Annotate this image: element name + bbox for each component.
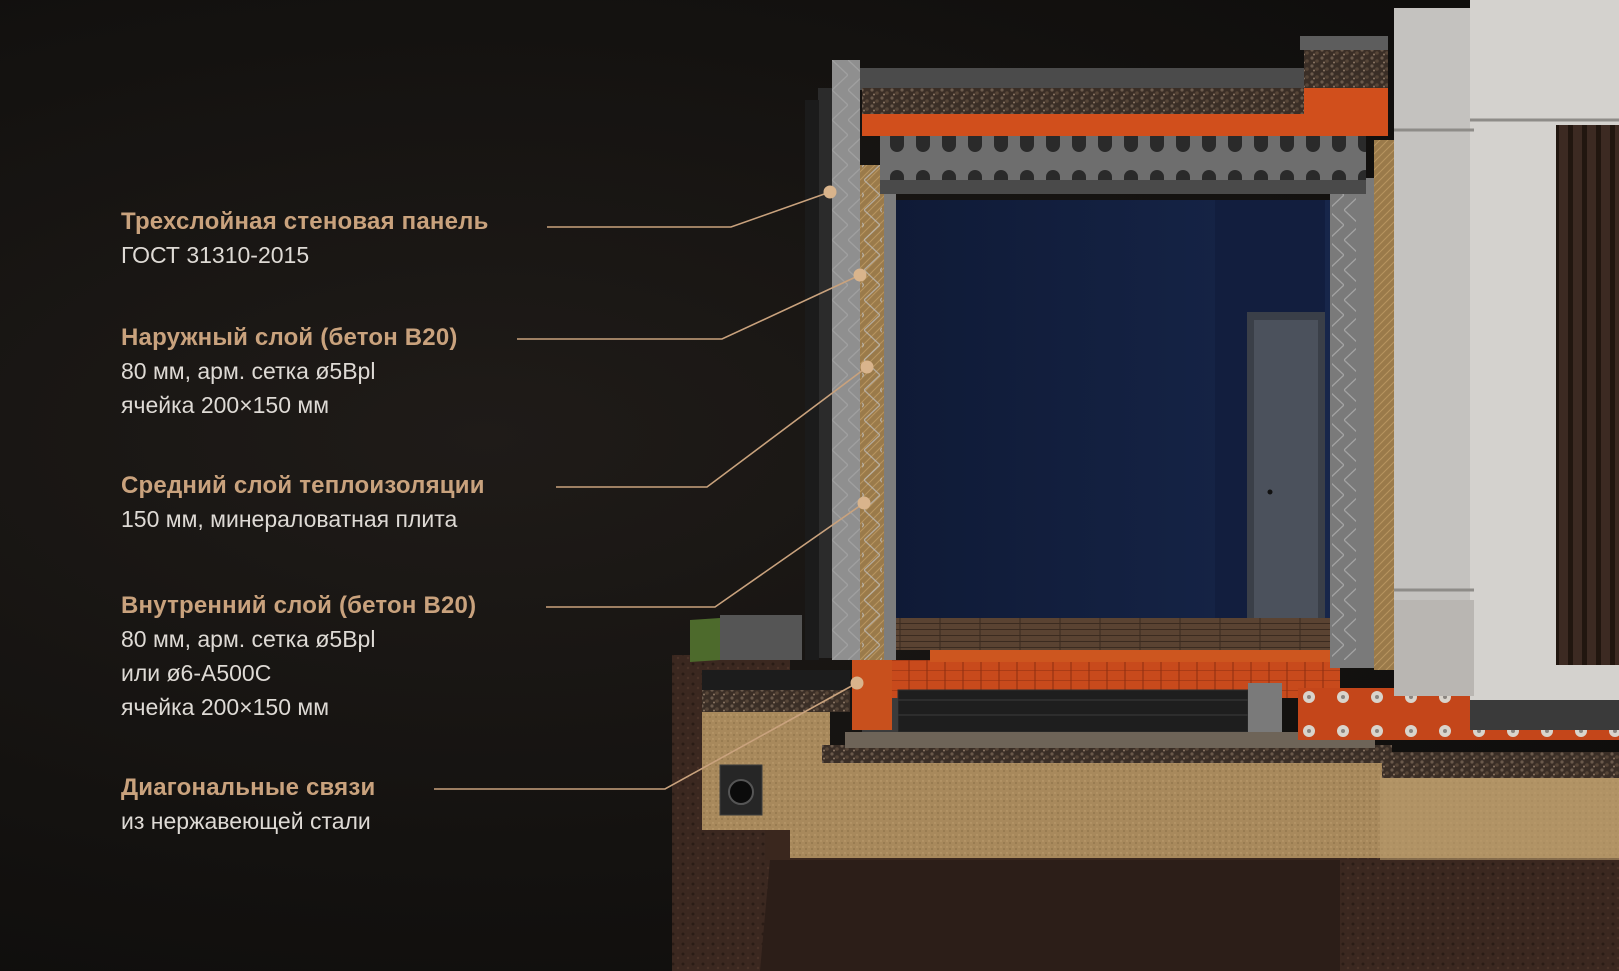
callout-detail: ячейка 200×150 мм	[121, 690, 476, 724]
inner-concrete-layer	[884, 190, 896, 660]
callout-inner-layer: Внутренний слой (бетон B20) 80 мм, арм. …	[121, 590, 476, 724]
callout-title: Наружный слой (бетон B20)	[121, 322, 458, 354]
roof-gravel	[862, 88, 1304, 114]
callout-detail: ГОСТ 31310-2015	[121, 238, 489, 272]
leader-dot-ties	[851, 677, 864, 690]
roof-insulation	[862, 114, 1304, 136]
callout-detail: 150 мм, минераловатная плита	[121, 502, 485, 536]
hollow-core-slab	[880, 136, 1366, 182]
callout-outer-layer: Наружный слой (бетон B20) 80 мм, арм. се…	[121, 322, 458, 422]
callout-title: Средний слой теплоизоляции	[121, 470, 485, 502]
callout-detail: 80 мм, арм. сетка ø5Bpl	[121, 354, 458, 388]
callout-insulation: Средний слой теплоизоляции 150 мм, минер…	[121, 470, 485, 536]
callout-diagonal-ties: Диагональные связи из нержавеющей стали	[121, 772, 375, 838]
callout-detail: из нержавеющей стали	[121, 804, 375, 838]
callout-detail: ячейка 200×150 мм	[121, 388, 458, 422]
callout-panel: Трехслойная стеновая панель ГОСТ 31310-2…	[121, 206, 489, 272]
callout-title: Трехслойная стеновая панель	[121, 206, 489, 238]
leader-dot-inner-layer	[858, 497, 871, 510]
diagonal-ties	[862, 165, 882, 665]
facade-panel	[1394, 8, 1474, 696]
leader-dot-insulation	[861, 361, 874, 374]
leader-dot-outer-layer	[854, 269, 867, 282]
callout-title: Диагональные связи	[121, 772, 375, 804]
wood-cladding	[1556, 125, 1619, 665]
callout-detail: или ø6-A500C	[121, 656, 476, 690]
leader-line-panel	[547, 192, 830, 227]
callout-title: Внутренний слой (бетон B20)	[121, 590, 476, 622]
callout-detail: 80 мм, арм. сетка ø5Bpl	[121, 622, 476, 656]
leader-dot-panel	[824, 186, 837, 199]
